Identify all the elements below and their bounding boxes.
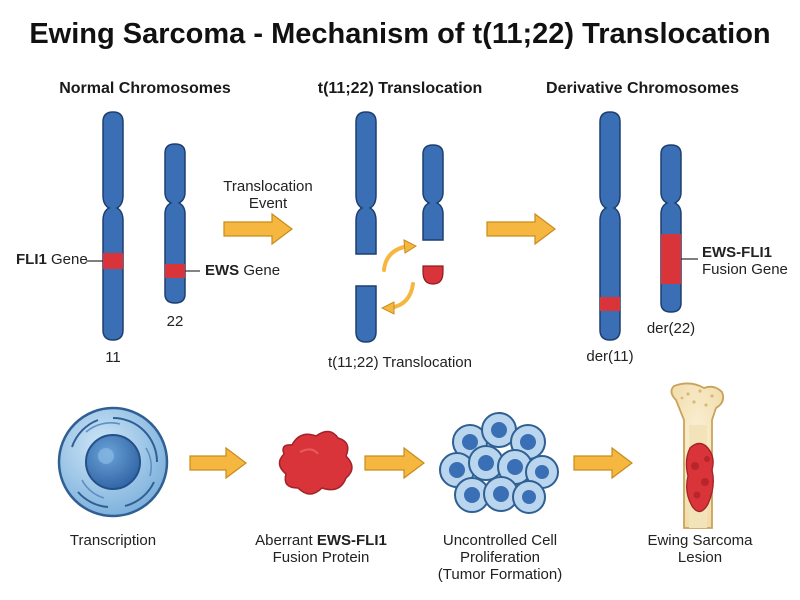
translocating-ews-fragment [422, 265, 444, 285]
arrow-to-derivative [486, 212, 556, 246]
chromosome-11 [86, 111, 124, 341]
translocation-heading: t(11;22) Translocation [317, 80, 483, 97]
ews-gene-label: EWS Gene [205, 262, 281, 279]
translocating-chromosome-11-bottom [355, 285, 377, 343]
page-title: Ewing Sarcoma - Mechanism of t(11;22) Tr… [29, 18, 771, 50]
ews-fli1-protein-icon [278, 430, 353, 495]
chr11-label: 11 [105, 349, 121, 366]
swap-arrows-icon [382, 244, 415, 310]
translocation-caption: t(11;22) Translocation [328, 354, 472, 371]
fli1-gene-label: FLI1 Gene [16, 251, 88, 268]
der11-chromosome [599, 111, 621, 341]
ews-gene-band [165, 264, 185, 278]
tumor-cell-cluster-icon [439, 412, 559, 514]
proliferation-label: Uncontrolled Cell Proliferation (Tumor F… [437, 532, 563, 583]
arrow-to-lesion [573, 446, 633, 480]
ews-fli1-fusion-gene-label: EWS-FLI1 Fusion Gene [702, 244, 788, 278]
arrow-translocation-event [223, 212, 293, 246]
chr22-label: 22 [166, 313, 184, 330]
arrow-to-protein [189, 446, 247, 480]
arrow-to-proliferation [364, 446, 425, 480]
translocating-chromosome-22-top [422, 144, 444, 241]
transcription-label: Transcription [69, 532, 157, 549]
derivative-chromosomes-heading: Derivative Chromosomes [546, 80, 739, 97]
der22-chromosome [660, 144, 698, 313]
der11-label: der(11) [586, 348, 634, 365]
normal-chromosomes-heading: Normal Chromosomes [59, 80, 231, 97]
ewing-sarcoma-lesion-label: Ewing Sarcoma Lesion [647, 532, 753, 566]
bone-lesion-icon [670, 382, 725, 529]
chromosome-22 [164, 143, 200, 304]
fli1-gene-band [103, 253, 123, 269]
ews-fli1-fusion-band [661, 234, 681, 284]
der22-label: der(22) [646, 320, 696, 337]
aberrant-protein-label: Aberrant EWS-FLI1 Fusion Protein [255, 532, 387, 566]
translocating-chromosome-11-top [355, 111, 377, 255]
translocation-event-label: Translocation Event [223, 178, 313, 212]
cell-nucleus-icon [57, 406, 169, 518]
